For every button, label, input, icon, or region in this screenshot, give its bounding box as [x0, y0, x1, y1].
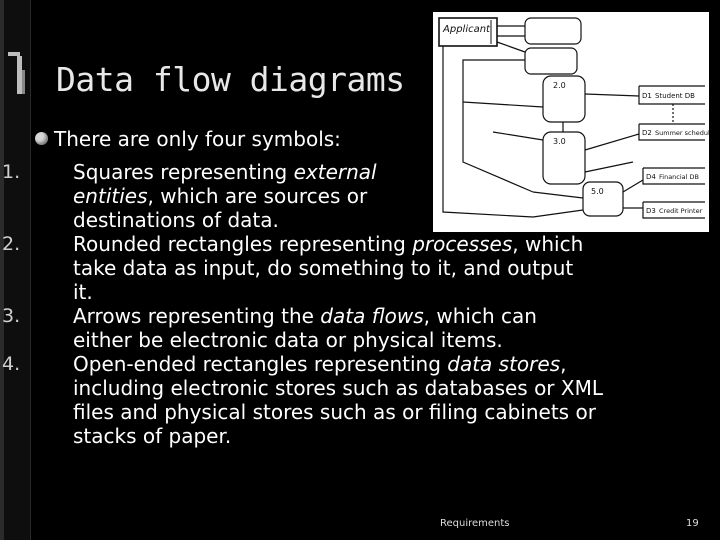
store-id: D4 — [646, 173, 656, 181]
footer-label: Requirements — [440, 518, 510, 529]
symbol-list: 1. Squares representing external entitie… — [0, 160, 603, 448]
store-name: Student DB — [655, 92, 695, 100]
process-label: 5.0 — [591, 187, 604, 196]
intro-bullet: There are only four symbols: — [35, 127, 341, 151]
data-store — [638, 123, 705, 141]
store-name: Summer schedule — [655, 129, 709, 137]
data-store — [638, 85, 705, 105]
process-node — [542, 75, 586, 123]
left-decorative-strip — [0, 0, 31, 540]
data-store — [642, 167, 705, 185]
list-item: 4. Open-ended rectangles representing da… — [2, 352, 603, 448]
store-name: Credit Printer — [659, 207, 703, 215]
page-number: 19 — [686, 518, 699, 529]
list-item: 1. Squares representing external entitie… — [2, 160, 377, 232]
strip-mark — [22, 70, 25, 94]
process-label: 2.0 — [553, 81, 566, 90]
store-id: D2 — [642, 129, 652, 137]
store-name: Financial DB — [659, 173, 699, 181]
intro-text: There are only four symbols: — [54, 127, 341, 151]
store-id: D1 — [642, 92, 652, 100]
list-item: 2. Rounded rectangles representing proce… — [2, 232, 584, 304]
bullet-icon — [35, 132, 48, 145]
process-node — [582, 181, 624, 217]
process-label: 3.0 — [553, 137, 566, 146]
entity-box — [438, 17, 498, 47]
process-node — [542, 131, 586, 185]
list-item: 3. Arrows representing the data flows, w… — [2, 304, 537, 352]
entity-label: Applicant — [442, 24, 491, 35]
store-id: D3 — [646, 207, 656, 215]
strip-mark — [17, 56, 22, 94]
data-store — [642, 201, 705, 219]
strip-mark — [8, 52, 20, 56]
dfd-sketch-image: Applicant 2.0 D1 Student DB 3.0 D2 Summe… — [433, 12, 714, 232]
slide-title: Data flow diagrams — [56, 60, 405, 99]
